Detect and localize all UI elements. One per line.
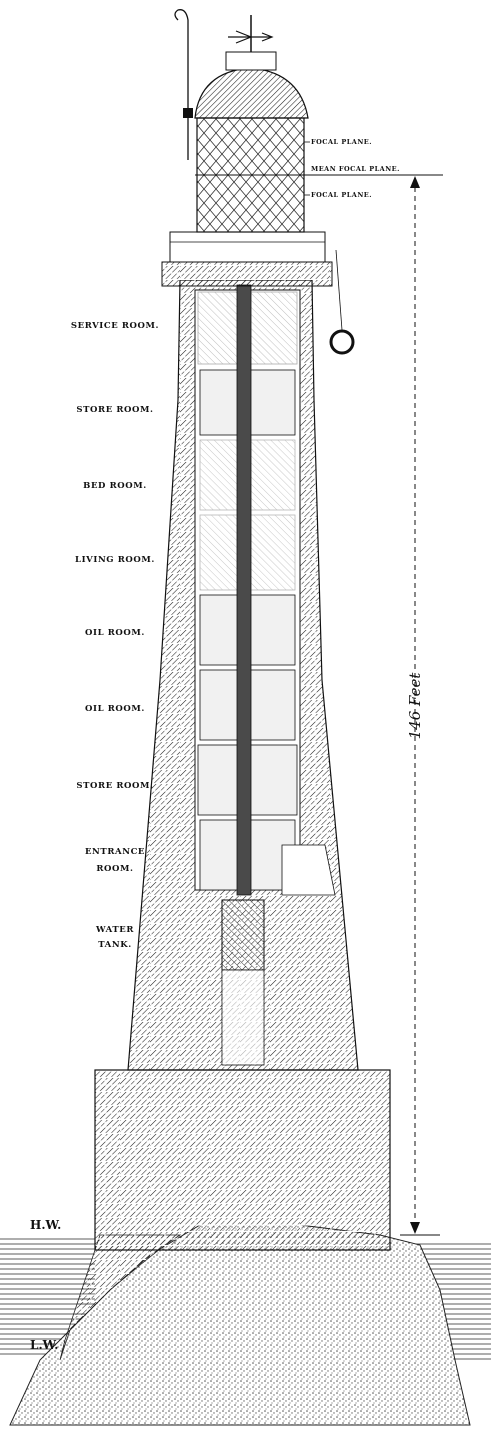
height-arrow-bottom [410, 1222, 420, 1234]
label-focal-plane-lower: FOCAL PLANE. [311, 191, 372, 199]
gallery-cornice [161, 261, 333, 287]
lifebuoy [329, 329, 355, 355]
label-low-water: L.W. [30, 1338, 59, 1352]
tower-plinth [94, 1069, 391, 1251]
lightning-rod [174, 9, 189, 160]
label-water-tank: TANK. [98, 940, 132, 950]
label-store-room-upper: STORE ROOM. [76, 405, 154, 415]
label-height: 146 Feet [406, 672, 424, 740]
weathervane [228, 30, 274, 44]
entrance-porch [281, 844, 336, 896]
label-store-room-lower: STORE ROOM. [76, 781, 154, 791]
height-arrow-top [410, 176, 420, 188]
label-high-water: H.W. [30, 1218, 62, 1232]
label-entrance-room: ROOM. [96, 864, 134, 874]
label-water: WATER [95, 925, 134, 935]
label-service-room: SERVICE ROOM. [70, 321, 160, 331]
label-oil-room-upper: OIL ROOM. [85, 628, 145, 638]
label-entrance: ENTRANCE [84, 847, 146, 857]
label-focal-plane-upper: FOCAL PLANE. [311, 138, 372, 146]
lantern-vent [225, 51, 277, 71]
water-tank [221, 899, 265, 971]
gallery-rail [169, 231, 326, 263]
central-column [236, 284, 252, 896]
label-bed-room: BED ROOM. [83, 481, 147, 491]
lantern-dome [194, 67, 309, 119]
label-mean-focal-plane: MEAN FOCAL PLANE. [311, 165, 400, 173]
label-oil-room-lower: OIL ROOM. [85, 704, 145, 714]
buoy-rope [335, 249, 343, 331]
label-living-room: LIVING ROOM. [75, 555, 155, 565]
